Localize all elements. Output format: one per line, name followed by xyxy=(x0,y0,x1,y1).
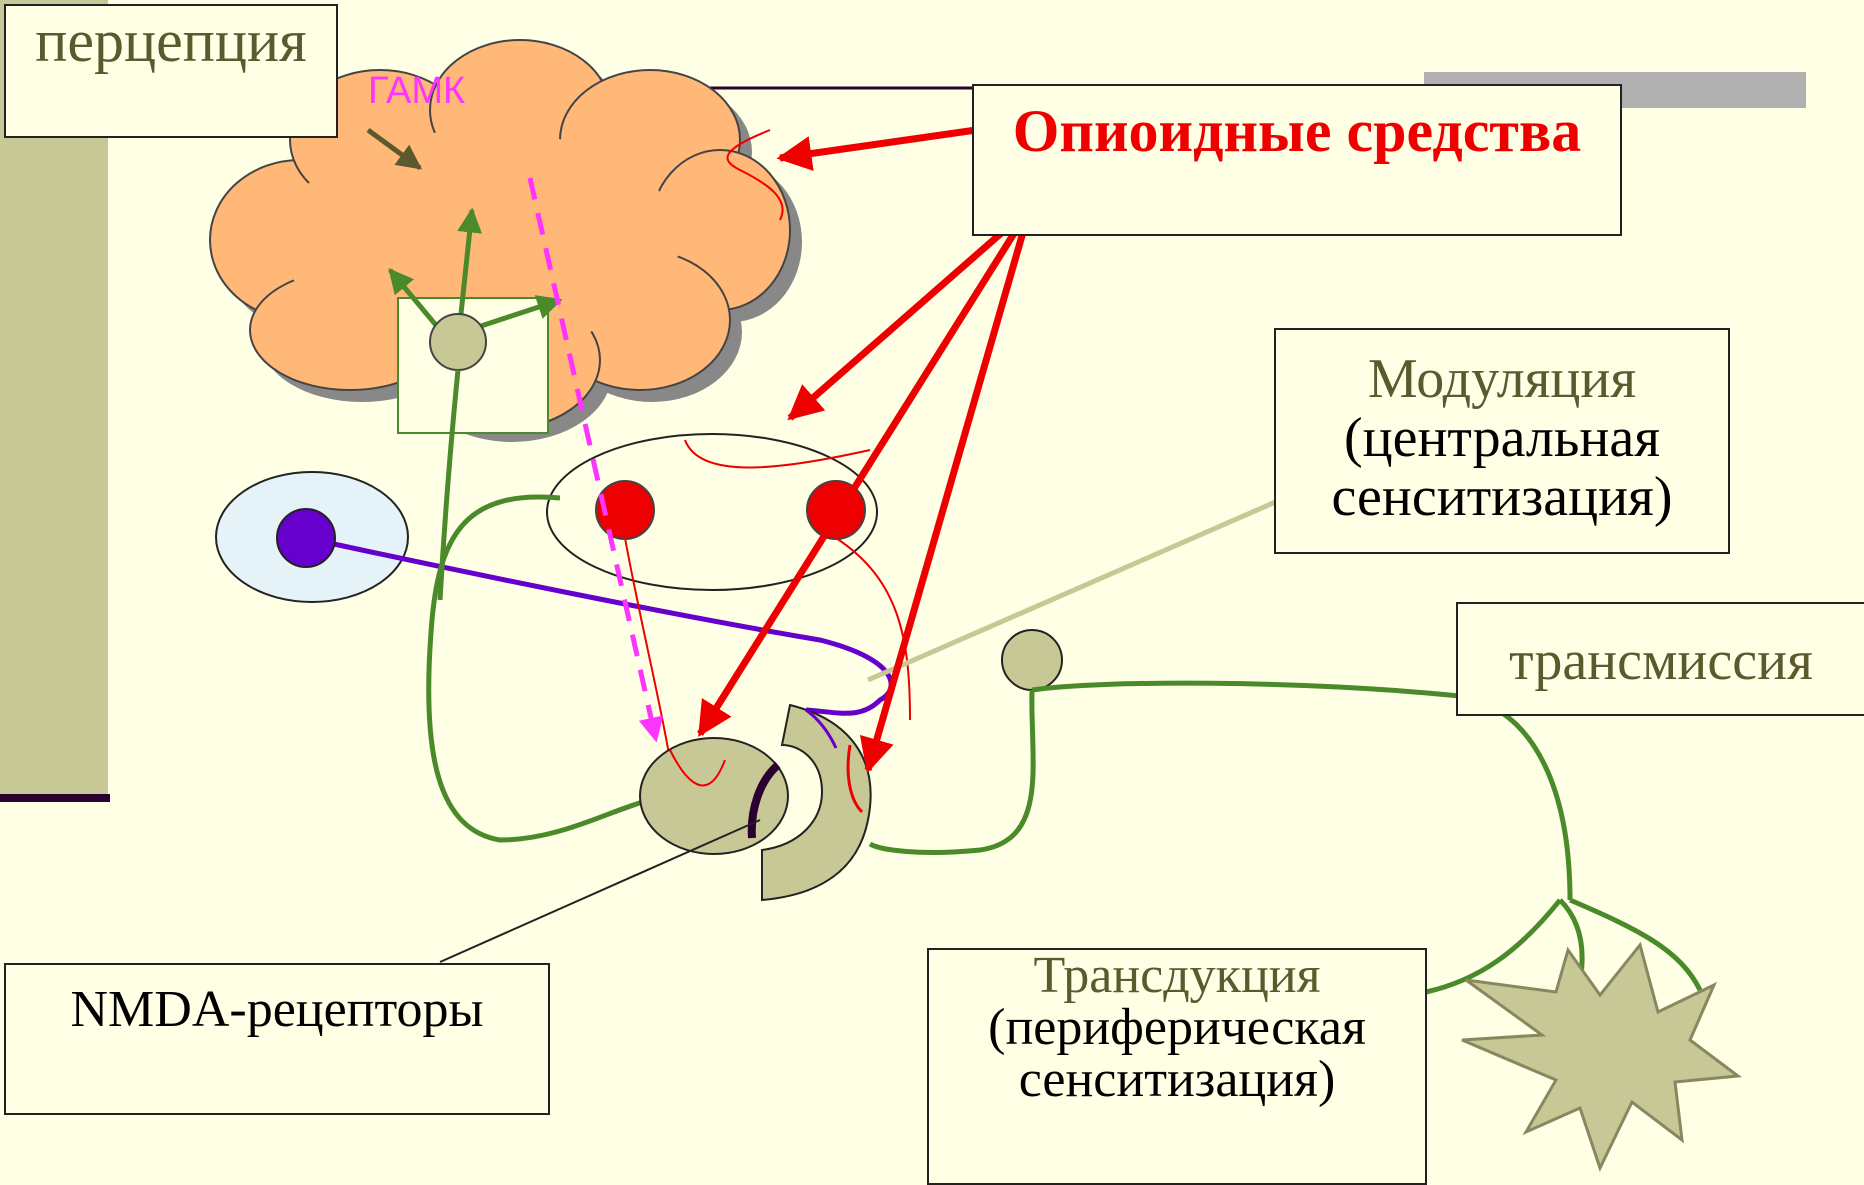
perception-label-box: перцепция xyxy=(4,4,338,138)
nmda-label: NMDA-рецепторы xyxy=(70,981,483,1038)
afferent-branch-left xyxy=(1426,900,1560,992)
transmission-label-box: трансмиссия xyxy=(1456,602,1864,716)
transduction-label-box: Трансдукция (периферическая сенситизация… xyxy=(927,948,1427,1185)
modulation-pointer xyxy=(868,500,1280,680)
gaba-label: ГАМК xyxy=(368,70,465,113)
thalamic-neuron xyxy=(430,314,486,370)
transduction-subtitle: (периферическая сенситизация) xyxy=(929,1002,1425,1106)
interneuron-soma xyxy=(277,509,335,567)
nmda-label-box: NMDA-рецепторы xyxy=(4,963,550,1115)
opioid-arrow-presynaptic xyxy=(868,208,1030,770)
modulation-subtitle: (центральная сенситизация) xyxy=(1276,409,1728,527)
transmission-label: трансмиссия xyxy=(1509,630,1813,692)
perception-label: перцепция xyxy=(35,8,306,74)
opioid-label: Опиоидные средства xyxy=(1013,98,1581,164)
opioid-arrow-spinal xyxy=(790,208,1030,418)
modulation-label-box: Модуляция (центральная сенситизация) xyxy=(1274,328,1730,554)
primary-afferent-soma xyxy=(1002,630,1062,690)
opioid-arrow-brain xyxy=(780,130,976,158)
primary-afferent-central xyxy=(870,690,1033,852)
modulation-title: Модуляция xyxy=(1276,350,1728,409)
nmda-pointer xyxy=(440,820,760,962)
left-side-bar-base xyxy=(0,794,110,802)
transduction-title: Трансдукция xyxy=(929,950,1425,1002)
opioid-label-box: Опиоидные средства xyxy=(972,84,1622,236)
postsynaptic-neuron xyxy=(640,738,788,854)
tissue-damage-star xyxy=(1462,945,1738,1168)
red-fibre-right xyxy=(836,538,910,720)
